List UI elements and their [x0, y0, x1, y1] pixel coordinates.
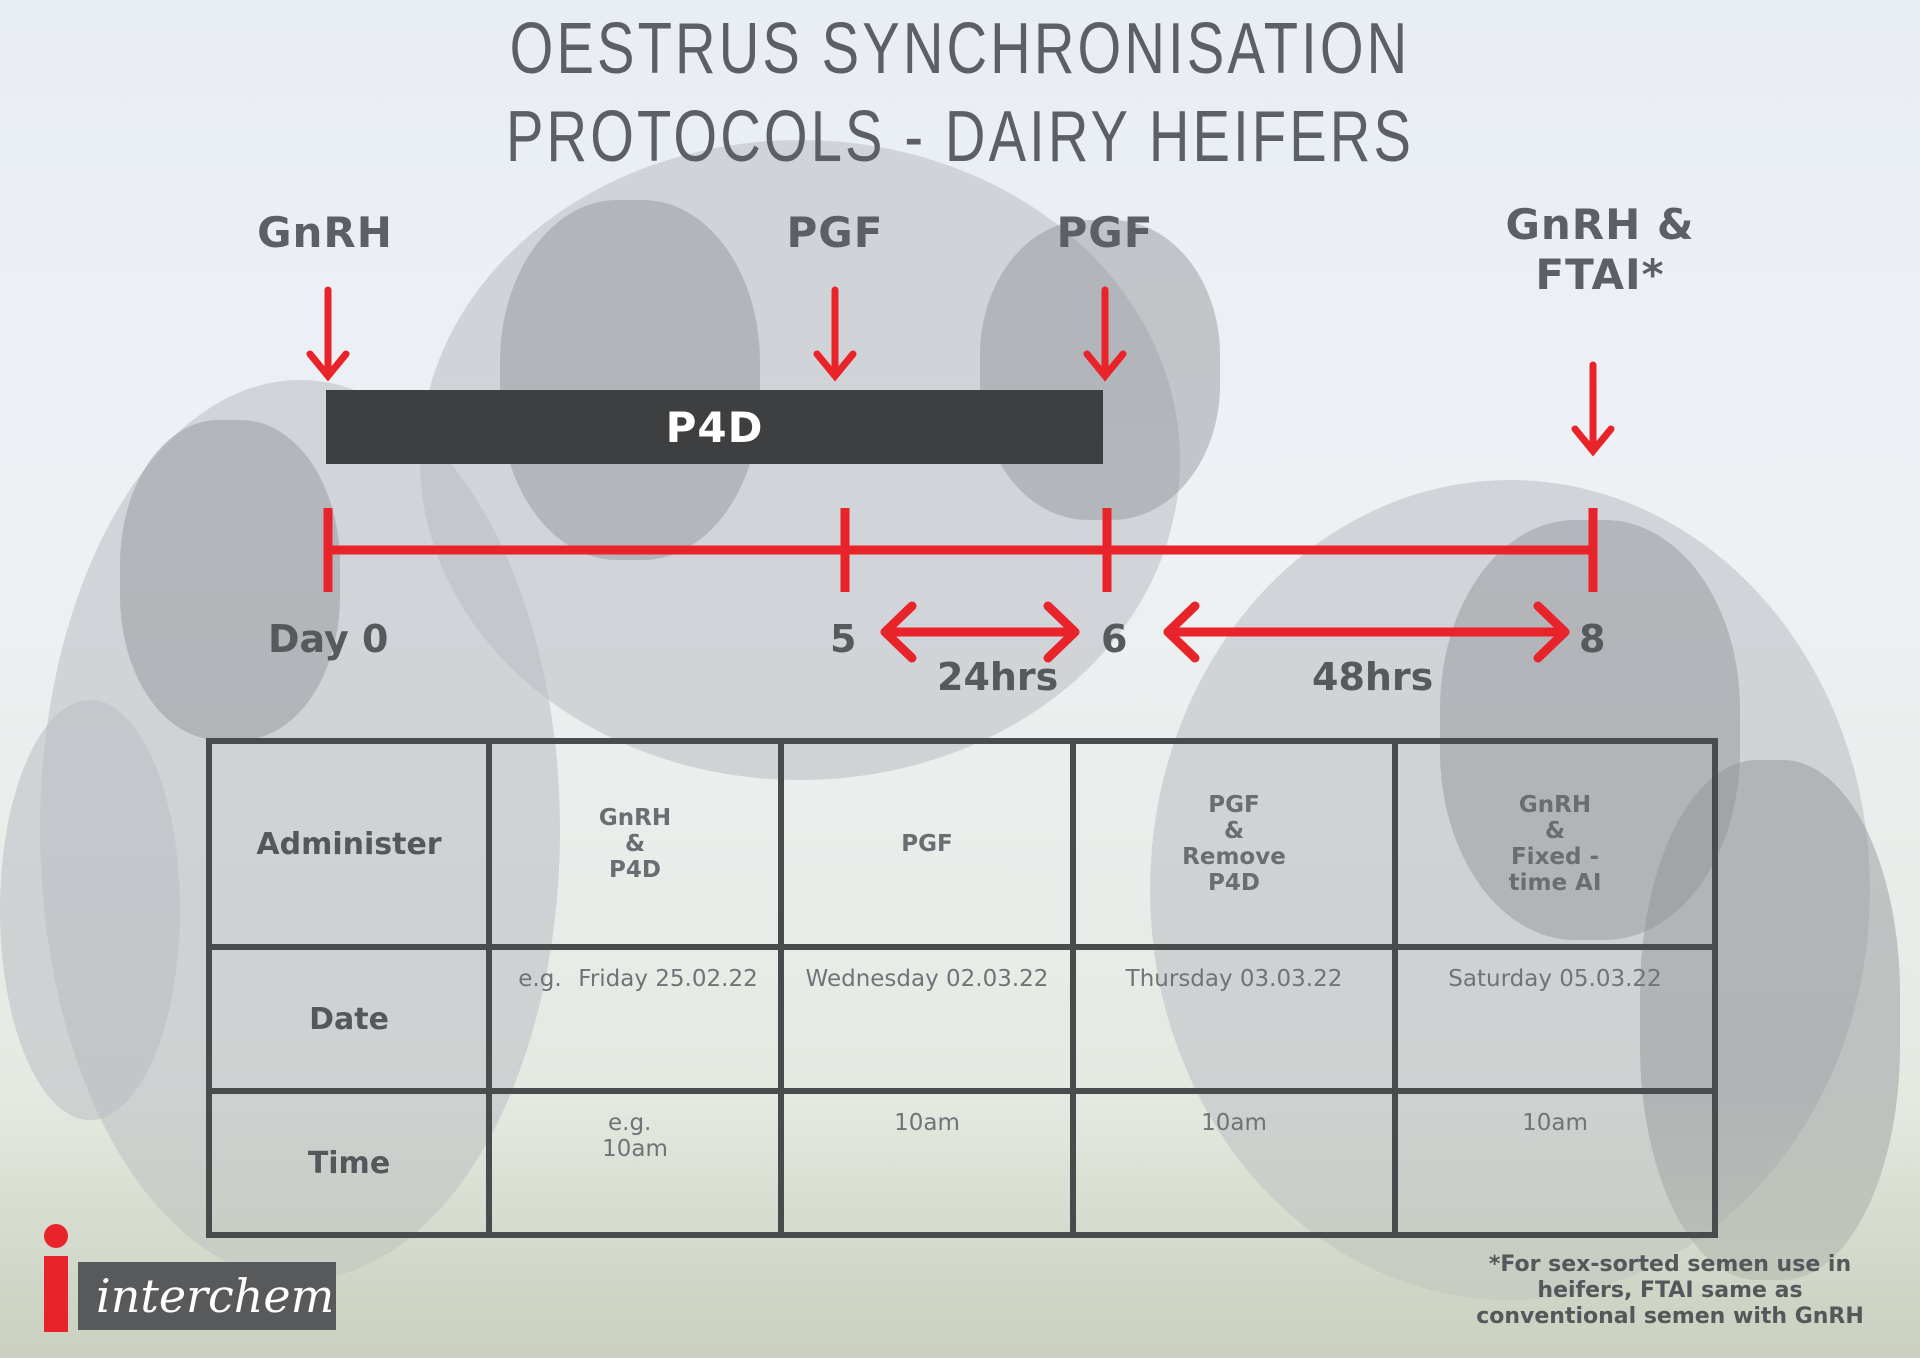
administer-cell-day5: PGF	[778, 738, 1076, 950]
time-value: 10am	[1522, 1110, 1588, 1136]
time-cell-day0: e.g.10am	[486, 1088, 784, 1238]
administer-text: &	[1223, 818, 1245, 844]
interval-label-24hrs: 24hrs	[937, 655, 1059, 699]
row-header-time: Time	[206, 1088, 492, 1238]
administer-text: GnRH	[598, 805, 672, 831]
administer-text: Fixed -	[1510, 844, 1600, 870]
administer-cell-day0: GnRH & P4D	[486, 738, 784, 950]
down-arrow-icon-gnrh-ftai	[1571, 361, 1615, 457]
administer-cell-day8: GnRH & Fixed - time AI	[1392, 738, 1718, 950]
time-cell-day5: 10am	[778, 1088, 1076, 1238]
administer-text: P4D	[1208, 870, 1260, 896]
down-arrow-icon-gnrh	[306, 286, 350, 382]
event-label-pgf-day6: PGF	[1056, 208, 1154, 257]
interchem-logo-icon	[44, 1224, 68, 1332]
event-label-pgf-day5: PGF	[786, 208, 884, 257]
table-row-date: Date e.g. Friday 25.02.22 Wednesday 02.03…	[206, 944, 1718, 1094]
time-cell-day6: 10am	[1070, 1088, 1398, 1238]
schedule-table: Administer GnRH & P4D PGF PGF & Remove P…	[206, 738, 1718, 1238]
day-label-6: 6	[1101, 617, 1128, 661]
event-label-gnrh-ftai: GnRH & FTAI*	[1480, 200, 1720, 300]
timeline-axis	[323, 508, 1598, 592]
date-value: Wednesday 02.03.22	[805, 966, 1049, 992]
footnote: *For sex-sorted semen use in heifers, FT…	[1460, 1252, 1880, 1330]
administer-text: time AI	[1508, 870, 1602, 896]
timeline-graphic	[306, 286, 1615, 663]
administer-text: GnRH	[1518, 792, 1592, 818]
day-label-8: 8	[1579, 617, 1606, 661]
footnote-line: heifers, FTAI same as	[1537, 1278, 1803, 1303]
time-value: 10am	[894, 1110, 960, 1136]
table-row-administer: Administer GnRH & P4D PGF PGF & Remove P…	[206, 738, 1718, 950]
footnote-line: conventional semen with GnRH	[1476, 1304, 1864, 1329]
interchem-logo: interchem	[78, 1262, 336, 1330]
day-label-0: Day 0	[268, 617, 389, 661]
administer-text: &	[624, 831, 646, 857]
example-prefix: e.g.	[518, 966, 562, 992]
date-value: Saturday 05.03.22	[1448, 966, 1662, 992]
row-header-administer: Administer	[206, 738, 492, 950]
table-row-time: Time e.g.10am 10am 10am 10am	[206, 1088, 1718, 1238]
administer-text: PGF	[901, 831, 953, 857]
interval-arrow-24hrs	[880, 601, 1080, 663]
date-cell-day8: Saturday 05.03.22	[1392, 944, 1718, 1094]
administer-text: P4D	[609, 857, 661, 883]
date-cell-day0: e.g. Friday 25.02.22	[486, 944, 784, 1094]
date-cell-day6: Thursday 03.03.22	[1070, 944, 1398, 1094]
administer-cell-day6: PGF & Remove P4D	[1070, 738, 1398, 950]
event-label-gnrh-ftai-line2: FTAI*	[1535, 250, 1665, 299]
title-line-1: OESTRUS SYNCHRONISATION	[509, 9, 1411, 89]
time-value: 10am	[602, 1136, 668, 1162]
down-arrow-icon-pgf-day5	[813, 286, 857, 382]
row-header-date: Date	[206, 944, 492, 1094]
interval-arrow-48hrs	[1163, 601, 1570, 663]
down-arrow-icon-pgf-day6	[1083, 286, 1127, 382]
p4d-device-bar: P4D	[326, 390, 1103, 464]
interval-label-48hrs: 48hrs	[1312, 655, 1434, 699]
date-cell-day5: Wednesday 02.03.22	[778, 944, 1076, 1094]
example-prefix: e.g.	[608, 1110, 652, 1136]
footnote-line: *For sex-sorted semen use in	[1488, 1252, 1852, 1277]
administer-text: Remove	[1182, 844, 1286, 870]
event-label-gnrh-ftai-line1: GnRH &	[1505, 200, 1695, 249]
date-value: Friday 25.02.22	[578, 966, 758, 992]
administer-text: PGF	[1208, 792, 1260, 818]
title-line-2: PROTOCOLS - DAIRY HEIFERS	[505, 97, 1415, 177]
administer-text: &	[1544, 818, 1566, 844]
time-value: 10am	[1201, 1110, 1267, 1136]
event-label-gnrh: GnRH	[257, 208, 393, 257]
day-label-5: 5	[830, 617, 857, 661]
time-cell-day8: 10am	[1392, 1088, 1718, 1238]
date-value: Thursday 03.03.22	[1125, 966, 1343, 992]
